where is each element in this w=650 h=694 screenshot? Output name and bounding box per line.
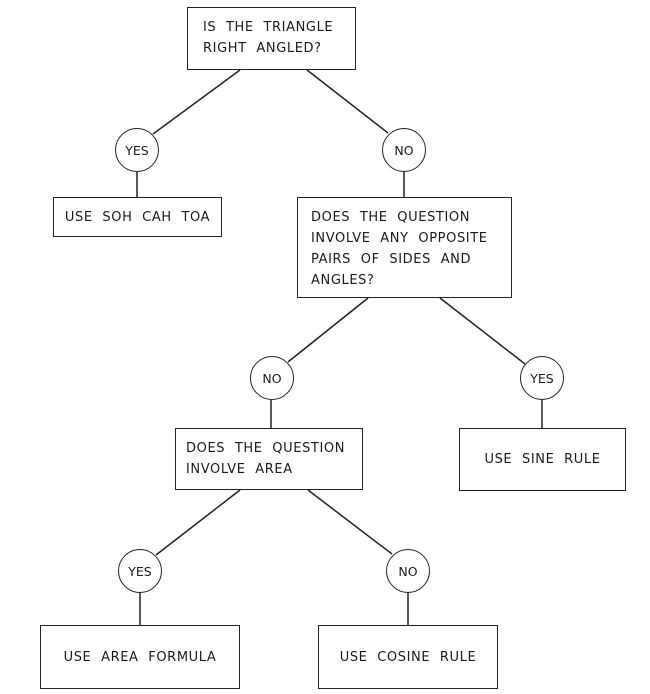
area-yes-label: YES [128,563,152,579]
area-no-label: NO [398,563,418,579]
root-question-box: IS THE TRIANGLE RIGHT ANGLED? [187,7,356,70]
cosine-rule-box: USE COSINE RULE [318,625,498,689]
opposite-pairs-line-3: PAIRS OF SIDES AND [311,252,472,267]
opposite-no-node: NO [250,356,294,400]
area-question-box: DOES THE QUESTION INVOLVE AREA [175,428,363,490]
root-yes-node: YES [115,128,159,172]
area-question-line-1: DOES THE QUESTION [186,441,346,456]
opposite-no-label: NO [262,370,282,386]
opposite-pairs-line-2: INVOLVE ANY OPPOSITE [311,231,488,246]
opposite-pairs-question-box: DOES THE QUESTION INVOLVE ANY OPPOSITE P… [297,197,512,298]
opposite-yes-label: YES [530,370,554,386]
root-yes-label: YES [125,142,149,158]
root-question-line-1: IS THE TRIANGLE [203,20,334,35]
area-question-line-2: INVOLVE AREA [186,462,293,477]
root-no-node: NO [382,128,426,172]
opposite-pairs-line-4: ANGLES? [311,273,375,288]
area-formula-box: USE AREA FORMULA [40,625,240,689]
area-yes-node: YES [118,549,162,593]
root-no-label: NO [394,142,414,158]
soh-cah-toa-label: USE SOH CAH TOA [64,209,211,225]
soh-cah-toa-box: USE SOH CAH TOA [53,197,222,237]
area-no-node: NO [386,549,430,593]
opposite-yes-node: YES [520,356,564,400]
sine-rule-box: USE SINE RULE [459,428,626,491]
area-formula-label: USE AREA FORMULA [63,649,217,665]
opposite-pairs-line-1: DOES THE QUESTION [311,210,471,225]
cosine-rule-label: USE COSINE RULE [339,649,477,665]
sine-rule-label: USE SINE RULE [484,452,601,467]
root-question-line-2: RIGHT ANGLED? [203,41,322,56]
